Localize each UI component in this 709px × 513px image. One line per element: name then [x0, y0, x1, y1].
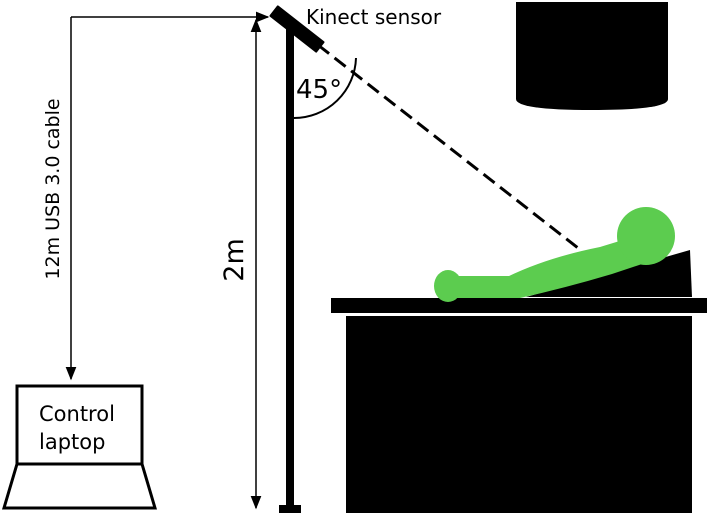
angle-arc [293, 57, 357, 119]
patient [434, 207, 675, 302]
sensor-stand [269, 5, 325, 513]
laptop-keyboard [1, 462, 158, 510]
control-laptop [1, 384, 158, 510]
cable-label: 12m USB 3.0 cable [42, 98, 64, 279]
sight-line [317, 43, 579, 250]
usb-cable [65, 11, 270, 381]
kinect-sensor [269, 5, 325, 53]
overhead-lamp [516, 2, 668, 110]
stand-pole [286, 25, 294, 508]
laptop-label-line2: laptop [39, 430, 105, 454]
patient-head [617, 207, 675, 265]
stand-foot [279, 505, 301, 513]
laptop-screen [15, 384, 144, 466]
patient-body [505, 236, 648, 298]
bed-body [346, 316, 692, 513]
angle-label: 45° [296, 75, 342, 105]
laptop-label-line1: Control [39, 402, 115, 426]
bed-top [331, 298, 707, 313]
sensor-label: Kinect sensor [306, 5, 442, 29]
height-label: 2m [219, 238, 250, 281]
